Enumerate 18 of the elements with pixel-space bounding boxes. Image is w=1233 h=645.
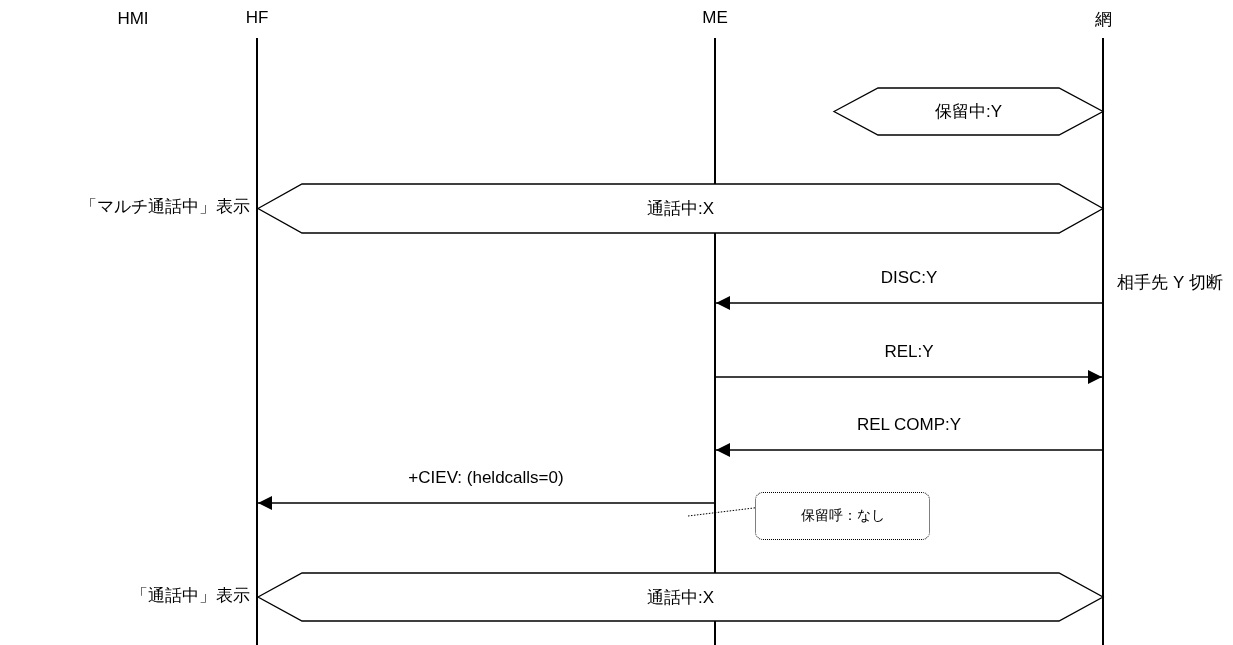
message-arrow (715, 296, 1103, 310)
lifeline-header: HF (245, 8, 269, 28)
state-label: 通話中:X (646, 198, 715, 220)
message-arrow (257, 496, 715, 510)
leader-line (687, 507, 756, 517)
state-label: 保留中:Y (934, 101, 1003, 123)
lifeline-header: 網 (1094, 9, 1112, 31)
state-label: 通話中:X (646, 586, 715, 609)
message-arrow (715, 443, 1103, 457)
side-note: 「マルチ通話中」表示 (79, 196, 250, 218)
side-note: HMI (116, 8, 150, 30)
lifeline-header: ME (702, 8, 728, 28)
message-arrow (715, 370, 1103, 384)
callout-note: 保留呼：なし (755, 492, 930, 540)
lifeline (1102, 38, 1104, 645)
side-note: 「通話中」表示 (130, 585, 250, 607)
lifeline (256, 38, 258, 645)
side-note: 相手先 Y 切断 (1116, 272, 1224, 294)
